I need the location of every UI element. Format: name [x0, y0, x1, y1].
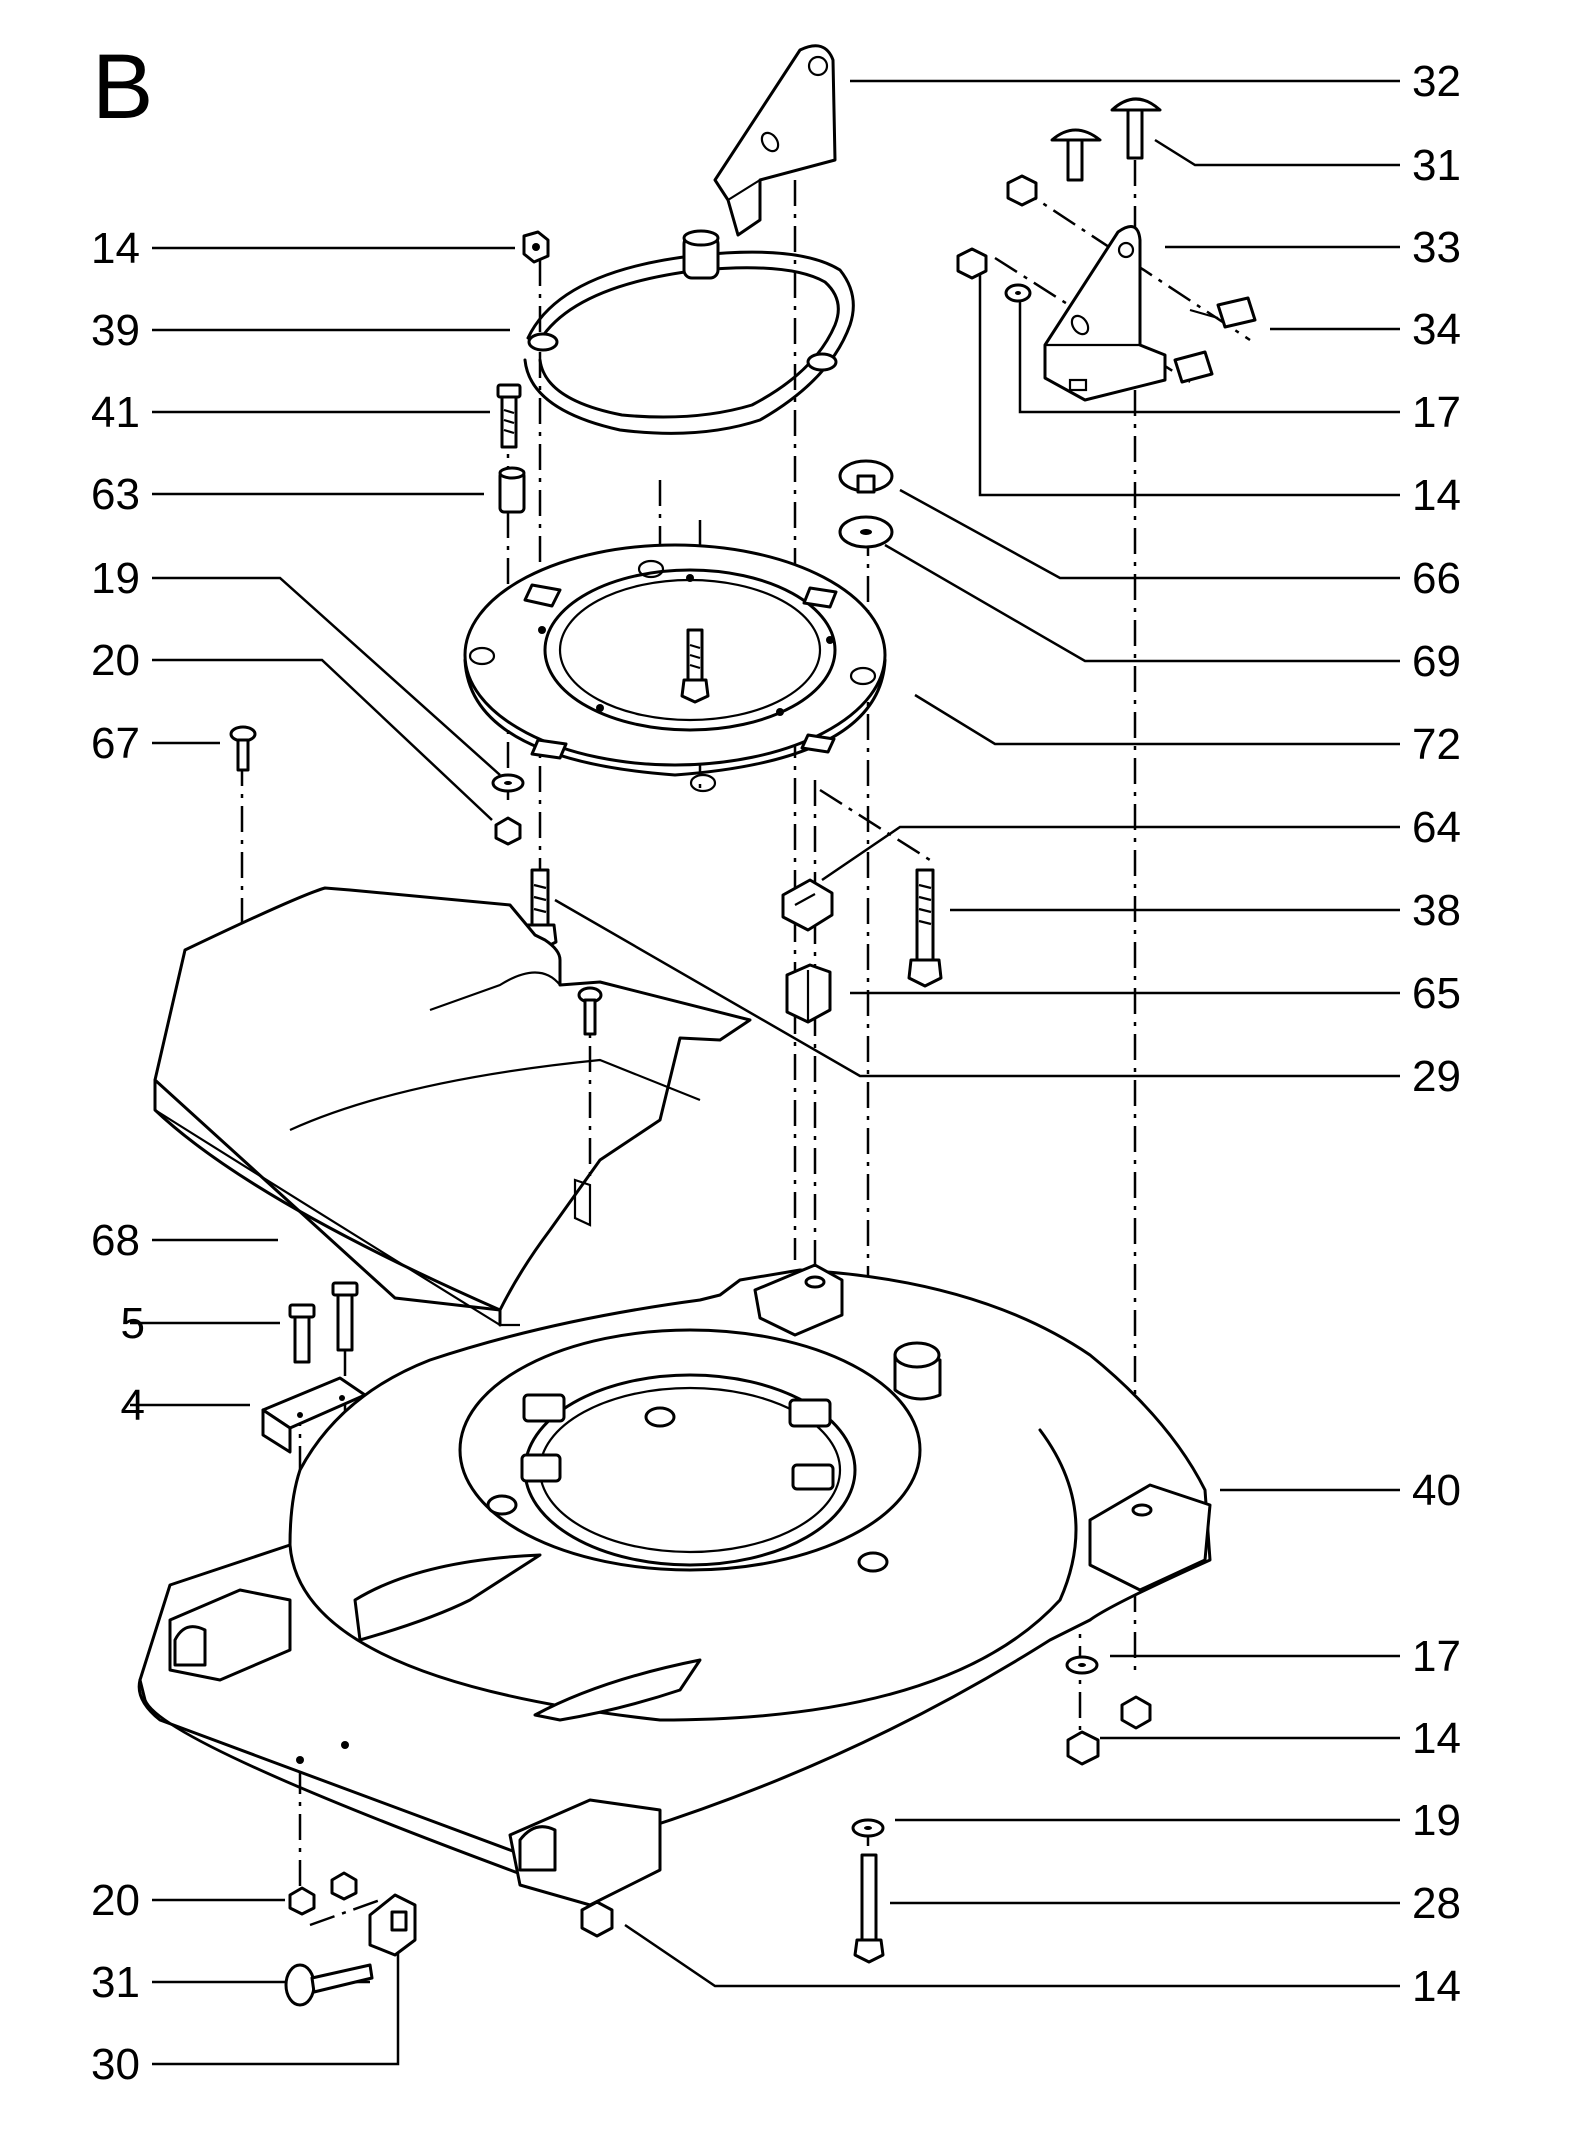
- washer-part-19: [491, 773, 525, 793]
- nut-part-20-lower: [288, 1871, 358, 1916]
- callout-65: 65: [1412, 969, 1461, 1018]
- bracket-part-32: [713, 44, 837, 237]
- callout-63: 63: [91, 470, 140, 519]
- callout-64: 64: [1412, 803, 1461, 852]
- callout-33: 33: [1412, 223, 1461, 272]
- nut-part-20: [494, 816, 522, 846]
- callout-29: 29: [1412, 1052, 1461, 1101]
- screw-part-67: [229, 725, 257, 772]
- clip-part-30: [368, 1893, 417, 1957]
- callout-19: 19: [91, 554, 140, 603]
- washer-part-19-lower: [851, 1818, 885, 1838]
- callout-20: 20: [91, 636, 140, 685]
- callout-14-bottom: 14: [1412, 1962, 1461, 2011]
- callout-41: 41: [91, 388, 140, 437]
- nut-part-14-top: [522, 230, 550, 264]
- callout-34: 34: [1412, 305, 1461, 354]
- spacer-part-63: [498, 466, 526, 514]
- bolt-part-31-lower: [284, 1963, 374, 2007]
- callout-66: 66: [1412, 554, 1461, 603]
- callout-32: 32: [1412, 57, 1461, 106]
- callout-19-lower: 19: [1412, 1796, 1461, 1845]
- mounting-plate-part-72: [463, 543, 887, 793]
- callout-5: 5: [121, 1299, 145, 1348]
- callout-17-top: 17: [1412, 388, 1461, 437]
- pad-part-65: [785, 963, 832, 1024]
- left-callouts: 14 39 41 63 19 20 67 68 5 4 20 31 30: [91, 224, 145, 2089]
- leader-lines: [130, 79, 1400, 2066]
- bolt-part-31-top: [1050, 97, 1162, 182]
- callout-4: 4: [121, 1381, 145, 1430]
- callout-20-lower: 20: [91, 1876, 140, 1925]
- nut-part-14-front: [580, 1900, 614, 1938]
- callout-17-lower: 17: [1412, 1632, 1461, 1681]
- bolt-part-28: [853, 1853, 885, 1964]
- callout-69: 69: [1412, 637, 1461, 686]
- callout-72: 72: [1412, 720, 1461, 769]
- callout-31-lower: 31: [91, 1958, 140, 2007]
- cover-part-68: [153, 886, 752, 1327]
- nuts-parts-14-and-17-top: [956, 174, 1038, 303]
- bolt-part-34: [1173, 296, 1257, 384]
- clip-part-64: [781, 878, 834, 932]
- washer-part-66: [838, 459, 894, 494]
- washer-part-69: [838, 515, 894, 549]
- callout-30: 30: [91, 2040, 140, 2089]
- callout-31-top: 31: [1412, 141, 1461, 190]
- bracket-part-33: [1043, 225, 1167, 402]
- callout-40: 40: [1412, 1466, 1461, 1515]
- bolt-part-41: [496, 383, 522, 449]
- nut-part-14-lower: [1066, 1695, 1152, 1766]
- callout-39: 39: [91, 306, 140, 355]
- right-callouts: 32 31 33 34 17 14 66 69 72 64 38 65 29 4…: [1412, 57, 1461, 2011]
- callout-67: 67: [91, 719, 140, 768]
- callout-14: 14: [91, 224, 140, 273]
- bolt-part-5: [288, 1281, 359, 1364]
- section-letter: B: [92, 36, 153, 138]
- ring-bracket-part-39: [523, 229, 855, 435]
- bolt-part-38: [907, 868, 943, 988]
- callout-14-top-right: 14: [1412, 471, 1461, 520]
- callout-38: 38: [1412, 886, 1461, 935]
- callout-68: 68: [91, 1216, 140, 1265]
- deck-part-40: [137, 1263, 1212, 1907]
- callout-28: 28: [1412, 1879, 1461, 1928]
- callout-14-lower-right: 14: [1412, 1714, 1461, 1763]
- washer-part-17-lower: [1065, 1655, 1099, 1675]
